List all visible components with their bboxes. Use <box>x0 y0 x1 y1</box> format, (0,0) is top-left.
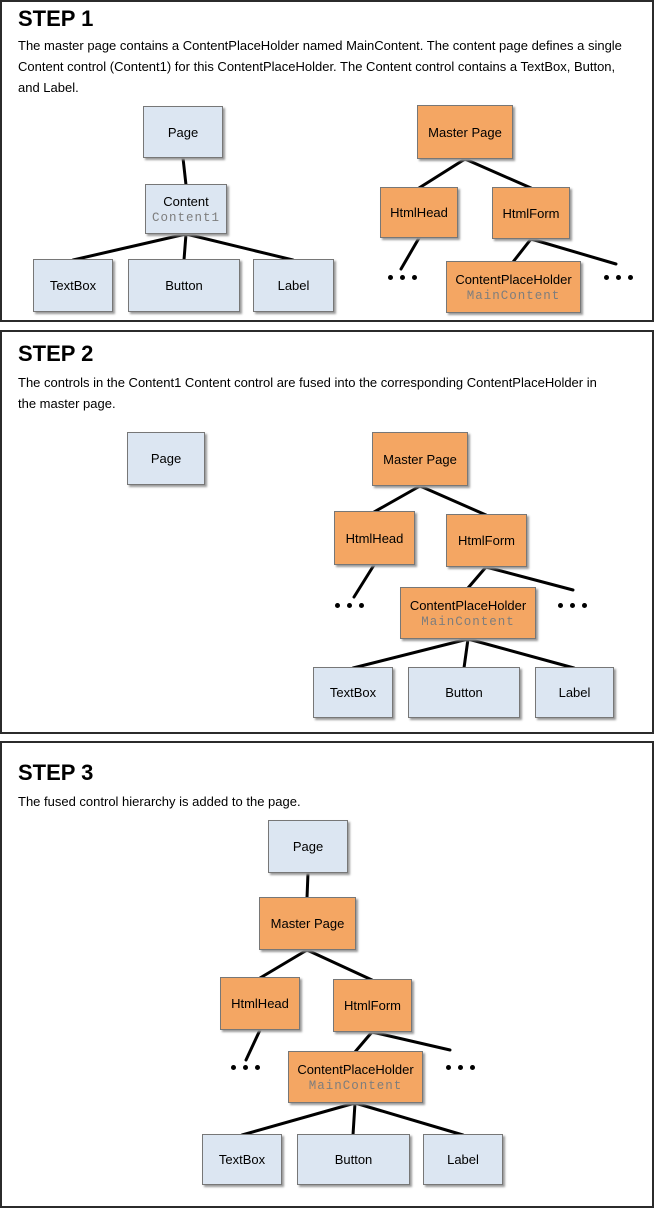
ellipsis-dots <box>388 275 417 280</box>
connector-line <box>399 236 421 271</box>
node-contentplaceholder: ContentPlaceHolder MainContent <box>288 1051 423 1103</box>
node-label-control: Label <box>253 259 334 312</box>
step-1-description: The master page contains a ContentPlaceH… <box>18 38 622 95</box>
step-2-description: The controls in the Content1 Content con… <box>18 375 597 411</box>
connector-line <box>258 948 309 980</box>
node-master-page: Master Page <box>372 432 468 486</box>
connector-line <box>184 232 295 262</box>
node-id-label: MainContent <box>466 288 561 303</box>
node-label: Label <box>558 685 591 700</box>
node-label: Content <box>163 193 209 209</box>
connector-line <box>351 637 470 670</box>
panel-step-3: STEP 3 The fused control hierarchy is ad… <box>0 741 654 1208</box>
node-label: Page <box>167 124 199 140</box>
node-textbox: TextBox <box>202 1134 282 1185</box>
node-htmlform: HtmlForm <box>446 514 527 567</box>
node-label: Button <box>334 1152 373 1167</box>
node-button: Button <box>297 1134 410 1185</box>
node-htmlhead: HtmlHead <box>380 187 458 238</box>
panel-step-2: STEP 2 The controls in the Content1 Cont… <box>0 330 654 734</box>
node-id-label: Content1 <box>151 210 220 225</box>
node-htmlhead: HtmlHead <box>334 511 415 565</box>
connector-line <box>305 871 310 900</box>
node-page: Page <box>127 432 205 485</box>
connector-line <box>305 948 374 982</box>
connector-line <box>511 237 533 264</box>
node-label: HtmlForm <box>457 533 516 548</box>
node-label: Master Page <box>383 451 457 467</box>
step-3-heading: STEP 3 <box>18 760 94 785</box>
ellipsis-dots <box>558 603 587 608</box>
node-id-label: MainContent <box>308 1078 403 1093</box>
node-label: Page <box>292 839 324 854</box>
node-master-page: Master Page <box>417 105 513 159</box>
panel-step-1: STEP 1 The master page contains a Conten… <box>0 0 654 322</box>
node-label: Page <box>150 451 182 466</box>
node-label: Master Page <box>428 124 502 140</box>
node-label: TextBox <box>329 685 377 700</box>
step-1-heading: STEP 1 <box>18 6 94 31</box>
node-contentplaceholder: ContentPlaceHolder MainContent <box>446 261 581 313</box>
node-label: TextBox <box>218 1152 266 1167</box>
node-textbox: TextBox <box>313 667 393 718</box>
connector-line <box>353 1101 465 1137</box>
node-page: Page <box>143 106 223 158</box>
node-label: HtmlForm <box>502 205 560 221</box>
connector-line <box>418 484 488 517</box>
node-label: Master Page <box>270 916 345 931</box>
node-label: ContentPlaceHolder <box>409 597 527 613</box>
connector-line <box>466 565 488 590</box>
node-label-control: Label <box>535 667 614 718</box>
node-label: HtmlForm <box>343 998 402 1013</box>
node-label: Label <box>447 1152 479 1167</box>
node-textbox: TextBox <box>33 259 113 312</box>
node-label: HtmlHead <box>231 996 289 1011</box>
node-htmlhead: HtmlHead <box>220 977 300 1030</box>
node-label: Button <box>165 278 203 293</box>
connector-line <box>182 232 188 262</box>
connector-line <box>372 484 422 514</box>
node-label: ContentPlaceHolder <box>297 1061 414 1077</box>
node-id-label: MainContent <box>421 614 515 629</box>
connector-line <box>352 563 376 599</box>
connector-line <box>181 156 188 187</box>
connector-line <box>462 637 470 670</box>
connector-line <box>244 1028 262 1062</box>
node-page: Page <box>268 820 348 873</box>
connector-line <box>417 157 467 190</box>
connector-line <box>370 1030 452 1052</box>
node-content: Content Content1 <box>145 184 227 234</box>
node-htmlform: HtmlForm <box>492 187 570 239</box>
node-master-page: Master Page <box>259 897 356 950</box>
connector-line <box>71 232 188 262</box>
node-label: Label <box>277 278 310 293</box>
node-button: Button <box>128 259 240 312</box>
node-contentplaceholder: ContentPlaceHolder MainContent <box>400 587 536 639</box>
connector-line <box>463 157 533 190</box>
ellipsis-dots <box>231 1065 260 1070</box>
node-button: Button <box>408 667 520 718</box>
ellipsis-dots <box>335 603 364 608</box>
node-label: HtmlHead <box>390 205 448 220</box>
node-label: TextBox <box>49 278 97 293</box>
ellipsis-dots <box>446 1065 475 1070</box>
node-label: HtmlHead <box>345 530 404 546</box>
ellipsis-dots <box>604 275 633 280</box>
step-2-heading: STEP 2 <box>18 341 94 366</box>
connector-line <box>353 1030 374 1054</box>
connector-line <box>466 637 576 670</box>
connector-line <box>351 1101 357 1137</box>
node-label: Button <box>445 685 483 700</box>
connector-line <box>240 1101 357 1137</box>
node-label: ContentPlaceHolder <box>455 271 572 287</box>
step-3-description: The fused control hierarchy is added to … <box>18 794 301 809</box>
node-label-control: Label <box>423 1134 503 1185</box>
node-htmlform: HtmlForm <box>333 979 412 1032</box>
